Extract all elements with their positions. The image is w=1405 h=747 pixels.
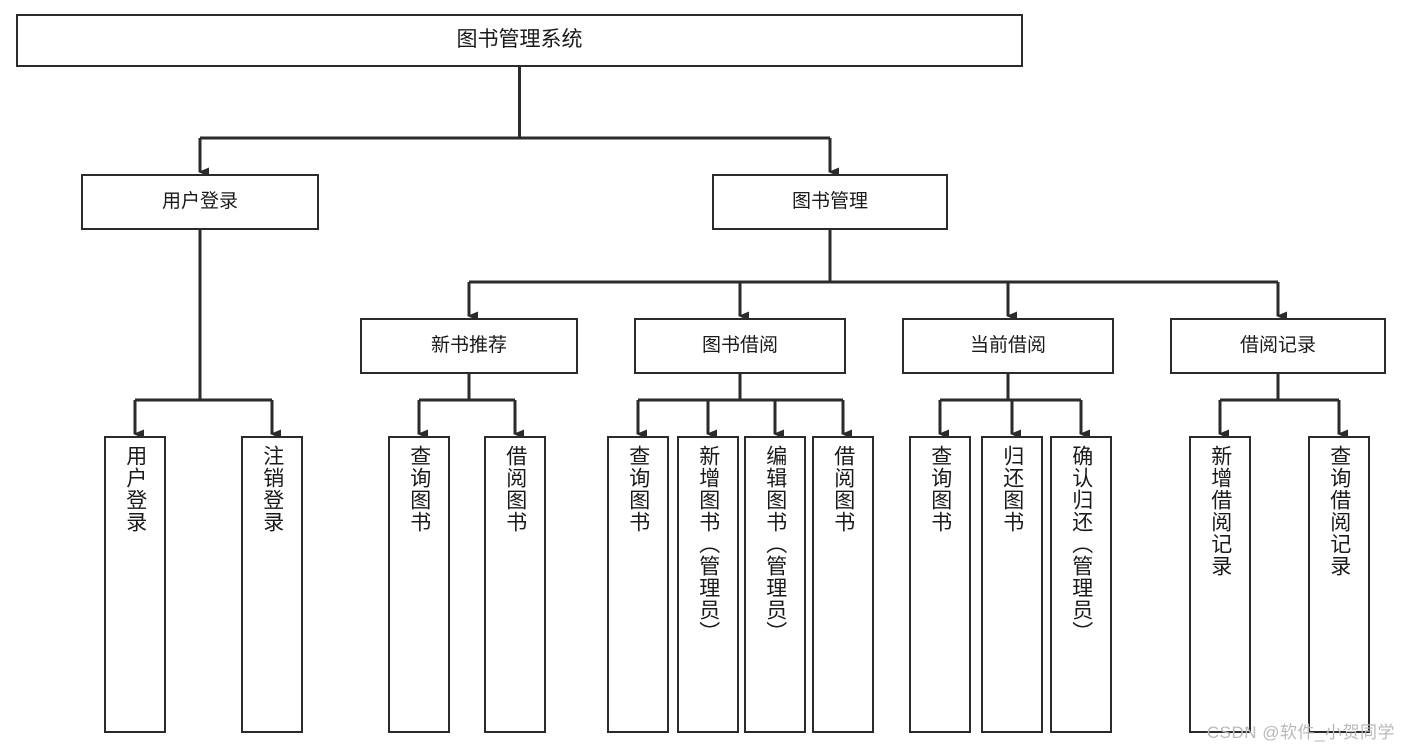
node-label: 查询图书 [626, 445, 650, 533]
node-current[interactable]: 当前借阅 [902, 318, 1114, 374]
node-label: 新增图书（管理员） [696, 445, 720, 643]
node-leaf-rec-2[interactable]: 查询借阅记录 [1308, 436, 1370, 733]
node-login[interactable]: 用户登录 [81, 174, 319, 230]
node-leaf-rec-1[interactable]: 新增借阅记录 [1189, 436, 1251, 733]
node-leaf-login-2[interactable]: 注销登录 [241, 436, 303, 733]
node-label: 借阅图书 [503, 445, 527, 533]
node-label: 图书管理 [791, 190, 868, 212]
node-label: 编辑图书（管理员） [763, 445, 787, 643]
watermark-text: CSDN @软件_小贺同学 [1206, 723, 1395, 742]
node-label: 新增借阅记录 [1208, 445, 1232, 577]
node-leaf-cur-1[interactable]: 查询图书 [909, 436, 971, 733]
node-label: 用户登录 [161, 190, 238, 212]
node-label: 图书借阅 [701, 334, 778, 356]
node-leaf-bor-4[interactable]: 借阅图书 [812, 436, 874, 733]
node-newbook[interactable]: 新书推荐 [360, 318, 578, 374]
node-bookmgmt[interactable]: 图书管理 [712, 174, 948, 230]
node-label: 用户登录 [123, 445, 147, 533]
node-label: 查询图书 [928, 445, 952, 533]
node-leaf-login-1[interactable]: 用户登录 [104, 436, 166, 733]
node-leaf-cur-2[interactable]: 归还图书 [981, 436, 1043, 733]
node-label: 当前借阅 [969, 334, 1046, 356]
node-leaf-bor-2[interactable]: 新增图书（管理员） [677, 436, 739, 733]
node-label: 图书管理系统 [456, 28, 583, 52]
node-leaf-new-1[interactable]: 查询图书 [388, 436, 450, 733]
node-label: 归还图书 [1000, 445, 1024, 533]
node-label: 借阅记录 [1239, 334, 1316, 356]
node-leaf-bor-3[interactable]: 编辑图书（管理员） [744, 436, 806, 733]
node-leaf-bor-1[interactable]: 查询图书 [607, 436, 669, 733]
node-label: 新书推荐 [430, 334, 507, 356]
node-label: 借阅图书 [831, 445, 855, 533]
node-label: 查询借阅记录 [1327, 445, 1351, 577]
node-record[interactable]: 借阅记录 [1170, 318, 1386, 374]
node-label: 注销登录 [260, 445, 284, 533]
node-label: 查询图书 [407, 445, 431, 533]
node-leaf-new-2[interactable]: 借阅图书 [484, 436, 546, 733]
node-root[interactable]: 图书管理系统 [16, 14, 1023, 67]
node-leaf-cur-3[interactable]: 确认归还（管理员） [1050, 436, 1112, 733]
node-label: 确认归还（管理员） [1069, 445, 1093, 643]
node-borrow[interactable]: 图书借阅 [634, 318, 846, 374]
